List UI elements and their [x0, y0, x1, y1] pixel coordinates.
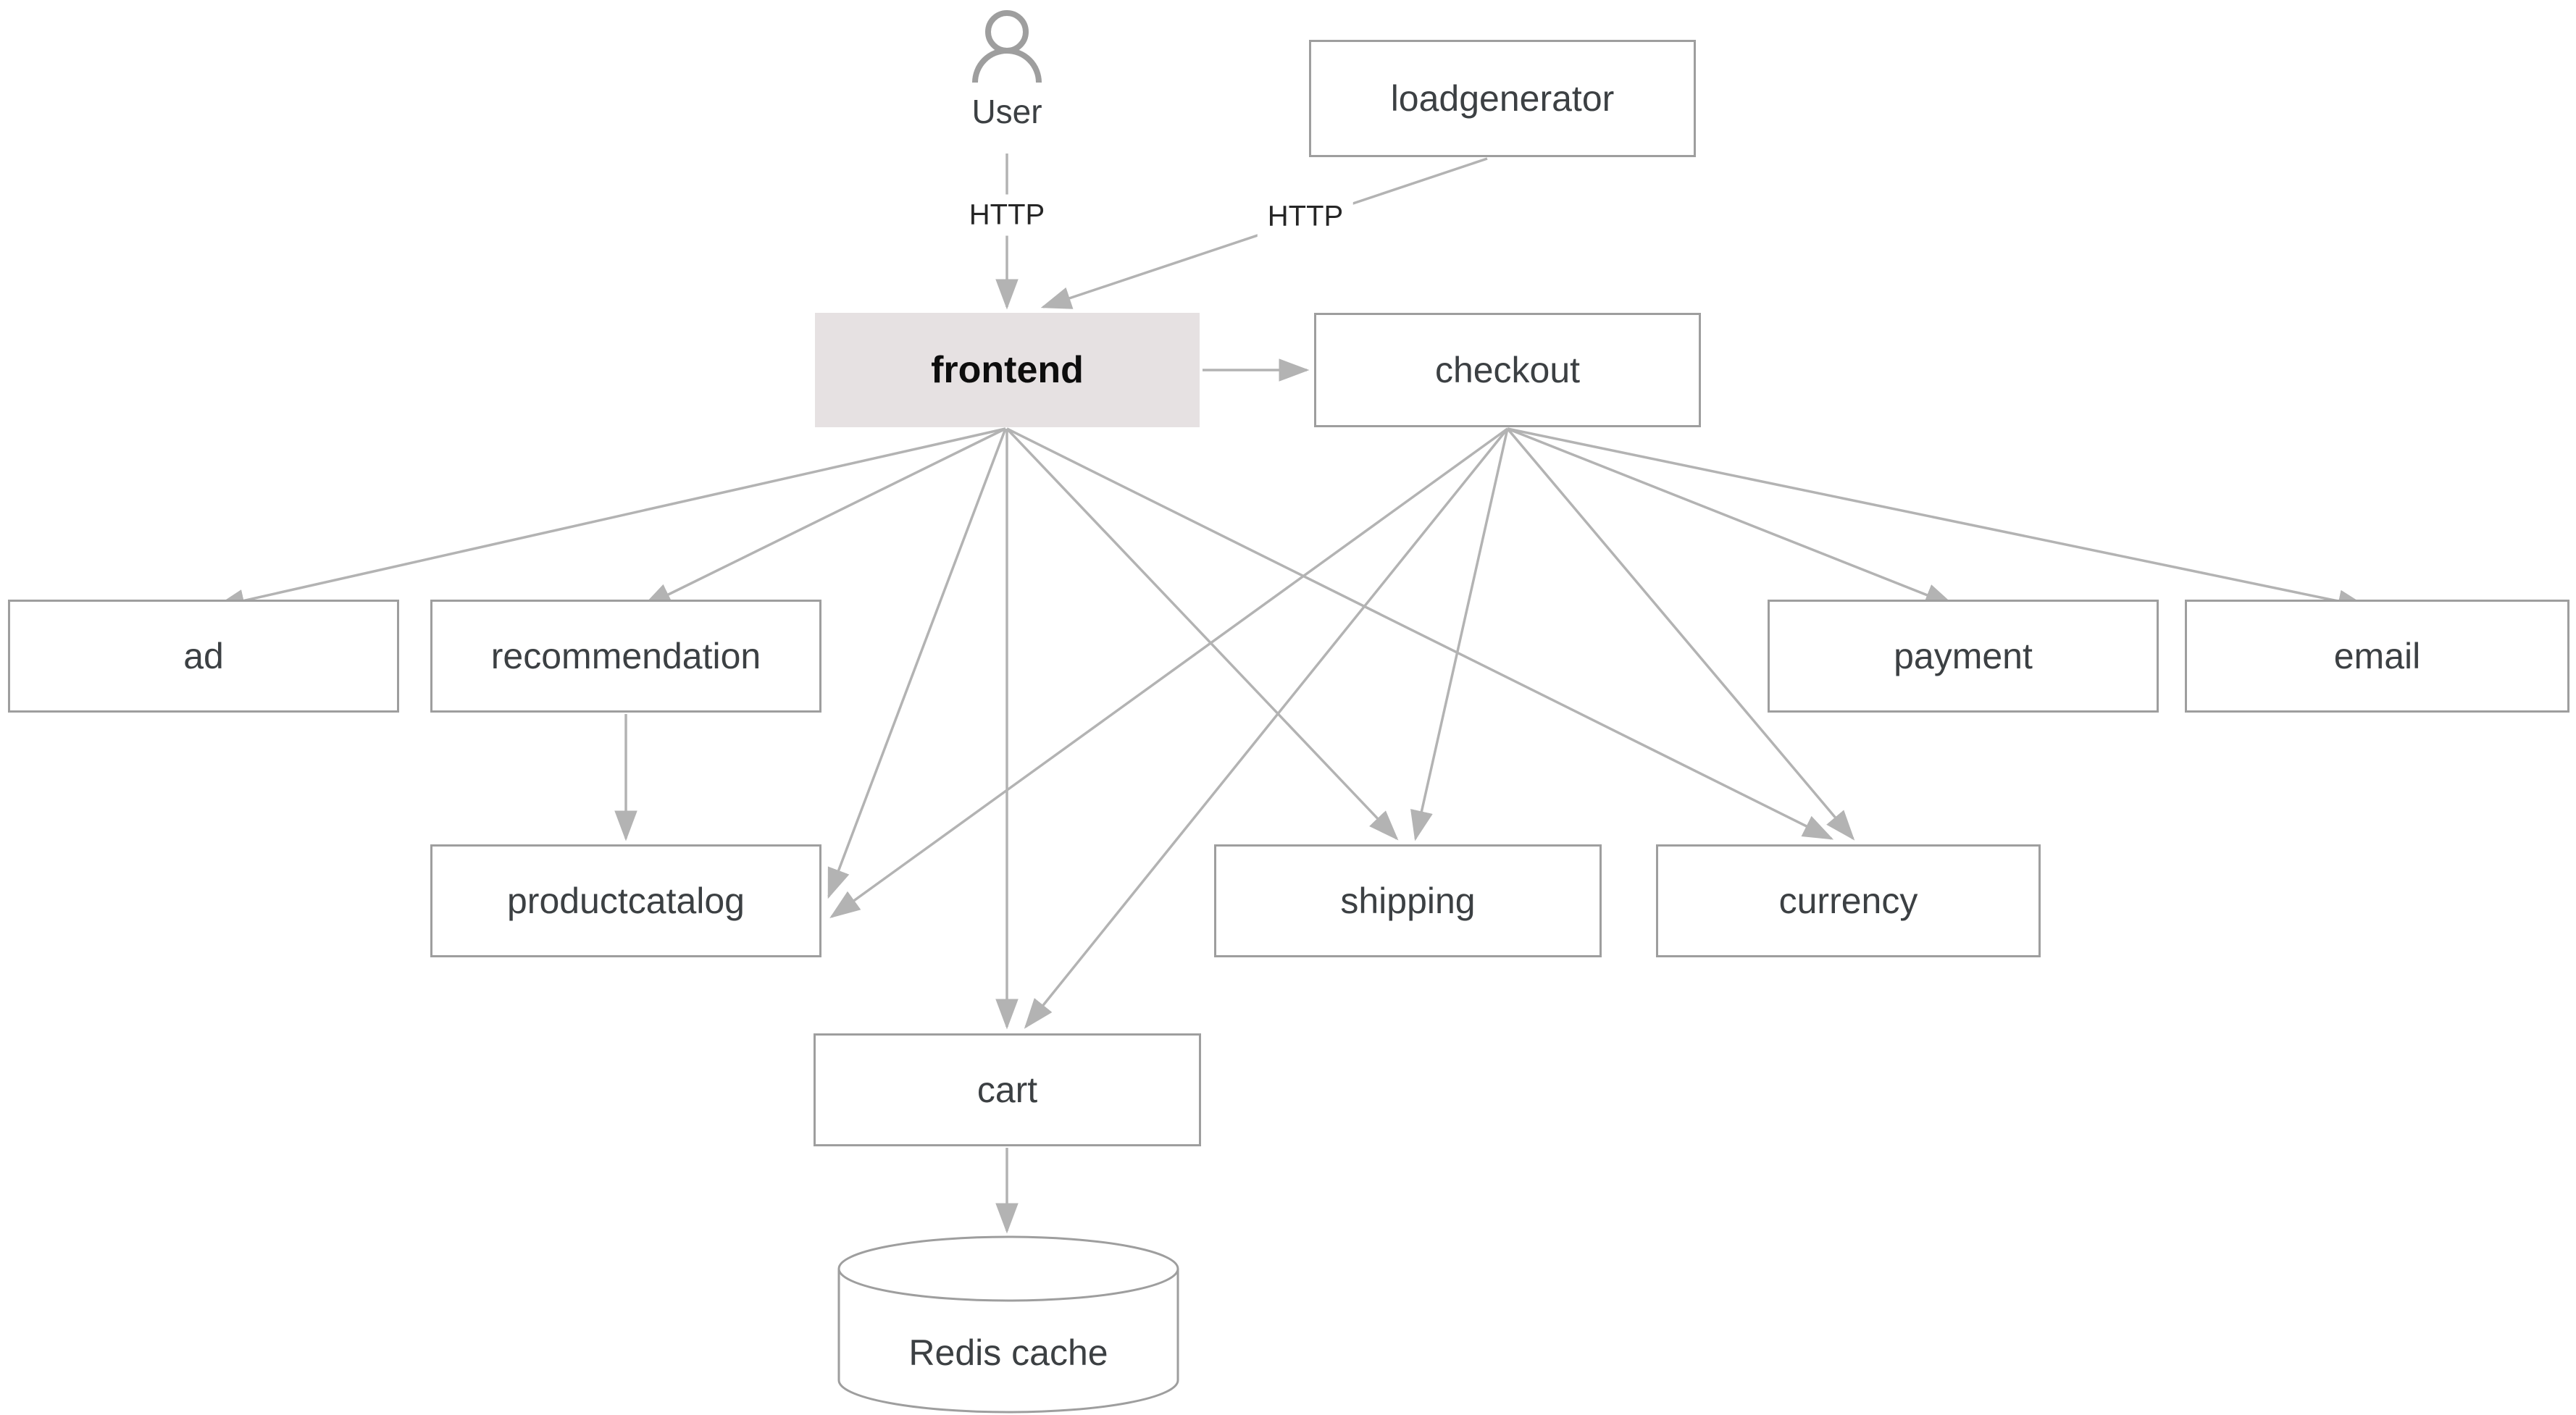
node-currency: currency [1656, 844, 2041, 957]
edge-frontend-shipping [1005, 427, 1399, 841]
redis-cylinder [837, 1235, 1179, 1414]
node-recommendation: recommendation [430, 600, 821, 713]
node-frontend: frontend [815, 313, 1200, 427]
node-ad: ad [8, 600, 399, 713]
node-user: User [971, 93, 1042, 130]
edge-frontend-productcatalog [827, 428, 1007, 899]
edge-frontend-recommendation [640, 427, 1006, 608]
node-cart: cart [814, 1033, 1201, 1146]
edge-frontend-ad [214, 427, 1006, 612]
node-loadgenerator: loadgenerator [1309, 40, 1696, 157]
user-icon [972, 10, 1042, 83]
edge-frontend-currency [1006, 427, 1834, 840]
edge-checkout-cart [1024, 427, 1509, 1029]
node-email: email [2185, 600, 2569, 713]
edge-label-user-frontend: HTTP [958, 194, 1055, 236]
edge-checkout-email [1507, 427, 2369, 613]
node-redis: Redis cache [908, 1332, 1108, 1373]
node-checkout: checkout [1314, 313, 1701, 427]
edge-checkout-shipping [1410, 428, 1509, 841]
edge-checkout-currency [1506, 427, 1855, 841]
node-payment: payment [1768, 600, 2159, 713]
edge-checkout-productcatalog [829, 427, 1509, 919]
edge-checkout-payment [1507, 427, 1956, 607]
edge-label-loadgenerator-frontend: HTTP [1257, 196, 1354, 238]
node-shipping: shipping [1214, 844, 1602, 957]
node-productcatalog: productcatalog [430, 844, 821, 957]
